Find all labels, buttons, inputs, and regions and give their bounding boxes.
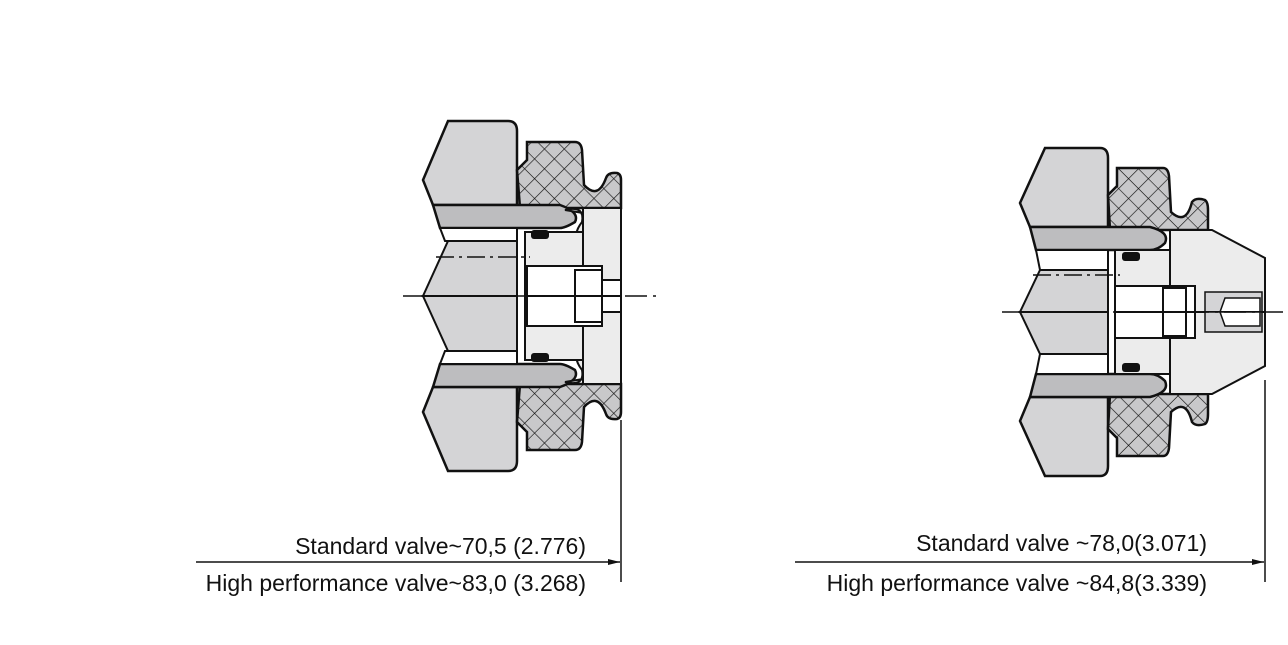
left-valve-assembly — [403, 119, 660, 473]
left-dimension — [196, 420, 622, 582]
right-high-performance-valve-dimension: High performance valve ~84,8(3.339) — [826, 570, 1207, 596]
left-standard-valve-dimension: Standard valve~70,5 (2.776) — [295, 533, 586, 559]
right-standard-valve-dimension: Standard valve ~78,0(3.071) — [916, 530, 1207, 556]
right-valve-assembly — [1002, 146, 1288, 478]
right-dimension — [795, 380, 1266, 582]
left-high-performance-valve-dimension: High performance valve~83,0 (3.268) — [205, 570, 586, 596]
